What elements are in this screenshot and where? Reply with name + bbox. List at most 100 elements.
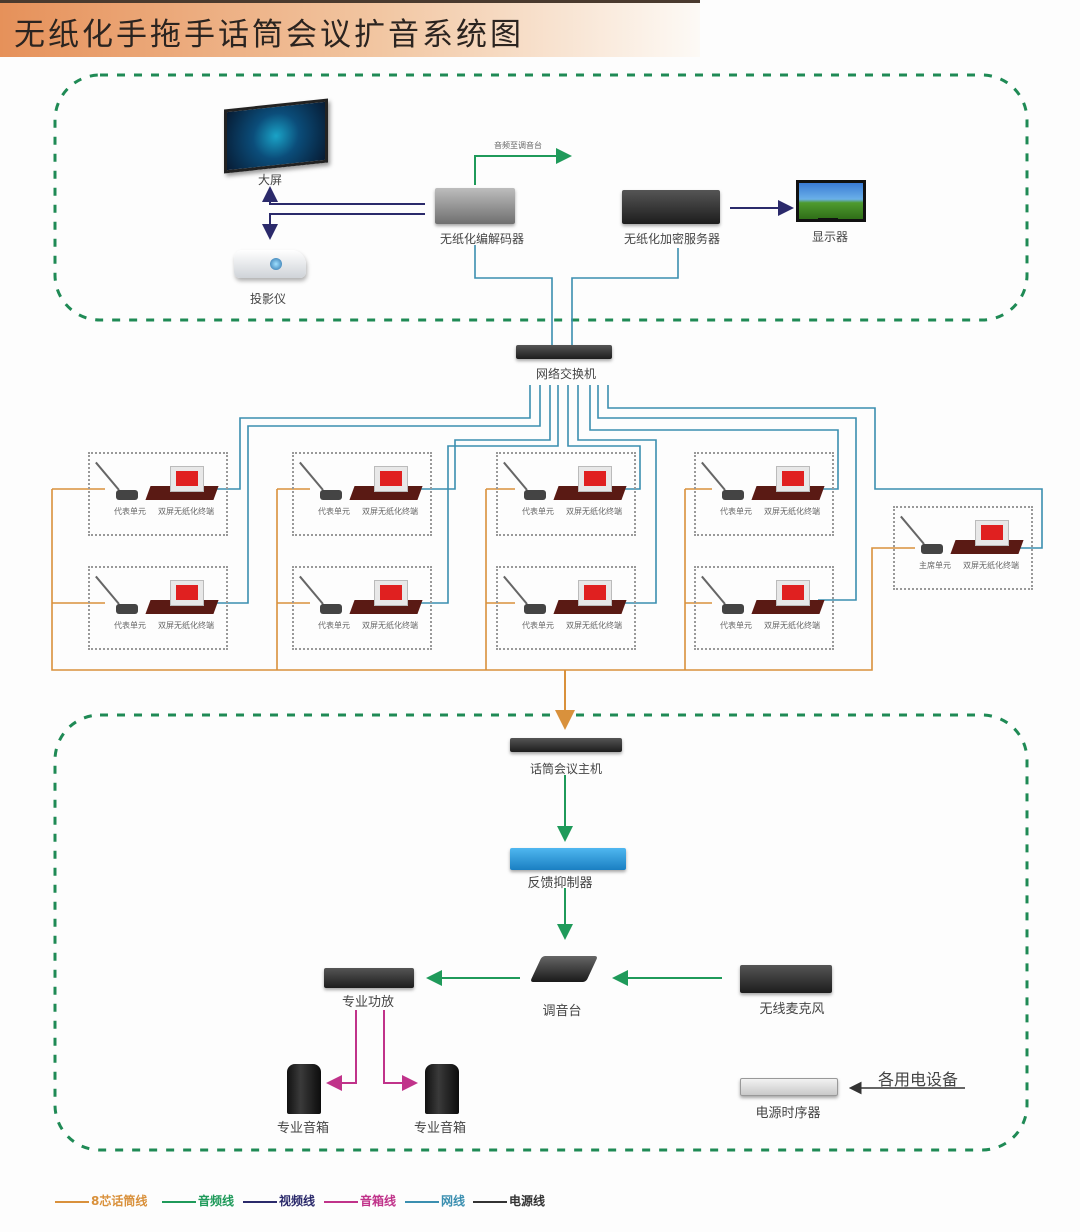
legend-label: 电源线 bbox=[509, 1194, 546, 1208]
microphone-gooseneck-icon bbox=[503, 575, 528, 605]
microphone-base-icon bbox=[320, 604, 342, 614]
unit-type-label: 代表单元 bbox=[522, 507, 554, 516]
tablet-screen-icon bbox=[578, 466, 612, 492]
legend-item: 音频线 bbox=[162, 1192, 234, 1209]
microphone-base-icon bbox=[116, 490, 138, 500]
legend-item: 电源线 bbox=[473, 1192, 545, 1209]
unit-type-label: 代表单元 bbox=[720, 621, 752, 630]
unit-type-label: 代表单元 bbox=[114, 507, 146, 516]
audio-to-mixer-label: 音频至调音台 bbox=[494, 141, 542, 150]
unit-type-label: 代表单元 bbox=[318, 507, 350, 516]
conference-host-label: 话筒会议主机 bbox=[529, 762, 603, 776]
codec-label: 无纸化编解码器 bbox=[439, 232, 525, 246]
legend-swatch bbox=[55, 1200, 89, 1203]
unit-type-label: 主席单元 bbox=[919, 561, 951, 570]
chair-unit-group: 主席单元 双屏无纸化终端 bbox=[893, 506, 1033, 590]
delegate-unit-group: 代表单元双屏无纸化终端 bbox=[694, 566, 834, 650]
audio-chain-lines bbox=[426, 775, 722, 986]
network-switch-label: 网络交换机 bbox=[535, 367, 597, 381]
tablet-screen-icon bbox=[374, 466, 408, 492]
bottom-zone-border bbox=[53, 713, 1029, 1152]
feedback-suppressor-device bbox=[510, 848, 626, 870]
legend-label: 视频线 bbox=[279, 1194, 316, 1208]
microphone-base-icon bbox=[524, 490, 546, 500]
legend-swatch bbox=[405, 1200, 439, 1203]
wireless-mic-label: 无线麦克风 bbox=[759, 1002, 825, 1017]
server-label: 无纸化加密服务器 bbox=[623, 232, 721, 246]
projector-label: 投影仪 bbox=[249, 292, 287, 306]
delegate-unit-group: 代表单元 双屏无纸化终端 bbox=[694, 452, 834, 536]
microphone-gooseneck-icon bbox=[701, 575, 726, 605]
speaker-lines bbox=[326, 1010, 418, 1091]
tablet-screen-icon bbox=[170, 580, 204, 606]
audio-to-mixer-line bbox=[474, 148, 572, 185]
microphone-gooseneck-icon bbox=[299, 575, 324, 605]
microphone-base-icon bbox=[116, 604, 138, 614]
server-device bbox=[622, 190, 720, 224]
amplifier-device bbox=[324, 968, 414, 988]
monitor-stand bbox=[818, 218, 838, 221]
legend-swatch bbox=[243, 1200, 277, 1203]
terminal-label: 双屏无纸化终端 bbox=[158, 507, 214, 516]
tablet-screen-icon bbox=[975, 520, 1009, 546]
feedback-suppressor-label: 反馈抑制器 bbox=[527, 876, 593, 891]
legend-label: 音频线 bbox=[198, 1194, 235, 1208]
legend-item: 视频线 bbox=[243, 1192, 315, 1209]
microphone-base-icon bbox=[524, 604, 546, 614]
legend-label: 音箱线 bbox=[360, 1194, 397, 1208]
projector-lens-icon bbox=[270, 258, 282, 270]
tablet-screen-icon bbox=[170, 466, 204, 492]
unit-type-label: 代表单元 bbox=[522, 621, 554, 630]
microphone-base-icon bbox=[320, 490, 342, 500]
power-sequencer-label: 电源时序器 bbox=[755, 1106, 821, 1121]
unit-type-label: 代表单元 bbox=[114, 621, 146, 630]
delegate-unit-group: 代表单元 双屏无纸化终端 bbox=[496, 452, 636, 536]
terminal-label: 双屏无纸化终端 bbox=[764, 507, 820, 516]
monitor-label: 显示器 bbox=[811, 230, 849, 244]
mic-lines bbox=[51, 488, 915, 730]
tablet-screen-icon bbox=[776, 466, 810, 492]
legend-item: 8芯话筒线 bbox=[55, 1192, 147, 1209]
microphone-base-icon bbox=[921, 544, 943, 554]
wireless-mic-device bbox=[740, 965, 832, 993]
amplifier-label: 专业功放 bbox=[341, 995, 395, 1010]
microphone-gooseneck-icon bbox=[95, 575, 120, 605]
speaker-left-device bbox=[287, 1064, 321, 1114]
standby-power-label: 各用电设备 bbox=[877, 1070, 959, 1089]
diagram-title: 无纸化手拖手话筒会议扩音系统图 bbox=[14, 17, 524, 53]
terminal-label: 双屏无纸化终端 bbox=[566, 507, 622, 516]
delegate-unit-group: 代表单元双屏无纸化终端 bbox=[496, 566, 636, 650]
big-screen-label: 大屏 bbox=[257, 173, 283, 187]
delegate-unit-group: 代表单元 双屏无纸化终端 bbox=[88, 452, 228, 536]
video-lines bbox=[262, 186, 794, 240]
legend-label: 8芯话筒线 bbox=[91, 1194, 148, 1208]
terminal-label: 双屏无纸化终端 bbox=[158, 621, 214, 630]
delegate-unit-group: 代表单元 双屏无纸化终端 bbox=[88, 566, 228, 650]
monitor-device bbox=[796, 180, 866, 222]
legend-swatch bbox=[162, 1200, 196, 1203]
legend-swatch bbox=[473, 1200, 507, 1203]
codec-device bbox=[435, 188, 515, 224]
microphone-gooseneck-icon bbox=[95, 461, 120, 491]
tablet-screen-icon bbox=[776, 580, 810, 606]
unit-type-label: 代表单元 bbox=[720, 507, 752, 516]
speaker-right-label: 专业音箱 bbox=[413, 1121, 467, 1136]
terminal-label: 双屏无纸化终端 bbox=[362, 507, 418, 516]
top-zone-border bbox=[53, 73, 1029, 322]
power-sequencer-device bbox=[740, 1078, 838, 1096]
terminal-label: 双屏无纸化终端 bbox=[963, 561, 1019, 570]
legend-item: 网线 bbox=[405, 1192, 465, 1209]
delegate-unit-group: 代表单元 双屏无纸化终端 bbox=[292, 566, 432, 650]
microphone-gooseneck-icon bbox=[900, 515, 925, 545]
network-switch-device bbox=[516, 345, 612, 359]
microphone-gooseneck-icon bbox=[503, 461, 528, 491]
speaker-left-label: 专业音箱 bbox=[276, 1121, 330, 1136]
speaker-right-device bbox=[425, 1064, 459, 1114]
big-screen-device bbox=[224, 98, 328, 174]
projector-device bbox=[234, 250, 306, 278]
unit-type-label: 代表单元 bbox=[318, 621, 350, 630]
legend-swatch bbox=[324, 1200, 358, 1203]
terminal-label: 双屏无纸化终端 bbox=[362, 621, 418, 630]
delegate-unit-group: 代表单元 双屏无纸化终端 bbox=[292, 452, 432, 536]
